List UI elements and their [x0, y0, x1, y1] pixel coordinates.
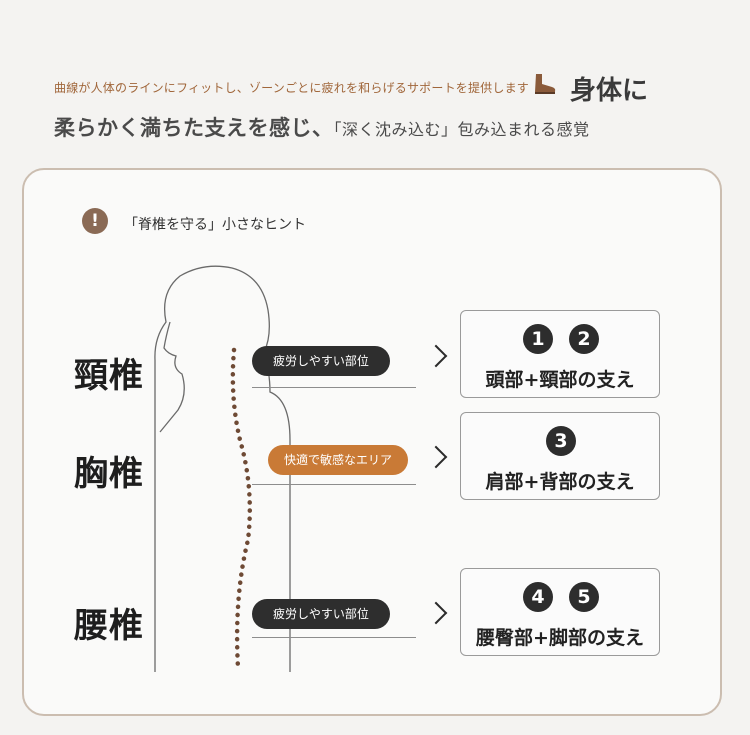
headline-text-b: 包み込まれる感覚: [457, 120, 590, 139]
support-box-shoulder-back: 3 肩部+背部の支え: [460, 412, 660, 500]
support-box-head-neck: 1 2 頭部+頸部の支え: [460, 310, 660, 398]
silhouette-outline: [154, 265, 291, 672]
spine-dots: [230, 347, 253, 671]
number-badge: 4: [523, 582, 553, 612]
pill-fatigue-prone-cervical: 疲労しやすい部位: [252, 346, 390, 376]
support-label-head-neck: 頭部+頸部の支え: [485, 369, 635, 391]
headline-subtitle: 曲線が人体のラインにフィットし、ゾーンごとに疲れを和らげるサポートを提供します: [54, 81, 529, 95]
exclamation-icon: !: [82, 208, 108, 234]
pill-sensitive-area: 快適で敏感なエリア: [268, 445, 408, 475]
hint-text: 「脊椎を守る」小さなヒント: [124, 217, 306, 233]
number-badge: 2: [569, 324, 599, 354]
divider-line: [252, 387, 416, 388]
support-label-shoulder-back: 肩部+背部の支え: [485, 471, 635, 493]
number-badge: 3: [546, 426, 576, 456]
number-badge: 5: [569, 582, 599, 612]
support-box-waist-legs: 4 5 腰臀部+脚部の支え: [460, 568, 660, 656]
pill-fatigue-prone-lumbar: 疲労しやすい部位: [252, 599, 390, 629]
headline-title-part2: 柔らかく満ちた支えを感じ、「深く沈み込む」包み込まれる感覚: [54, 112, 590, 142]
headline-title-part1: 身体に: [570, 76, 649, 106]
divider-line: [252, 484, 416, 485]
divider-line: [252, 637, 416, 638]
support-label-waist-legs: 腰臀部+脚部の支え: [476, 627, 644, 649]
zone-label-lumbar: 腰椎: [74, 606, 144, 646]
zone-label-thoracic: 胸椎: [74, 454, 144, 494]
shoe-icon: [535, 74, 556, 94]
headline-quote: 「深く沈み込む」: [333, 120, 458, 139]
face-profile: [159, 321, 185, 433]
headline-text-a: 柔らかく満ちた支えを感じ、: [54, 116, 334, 140]
number-badge: 1: [523, 324, 553, 354]
zone-label-cervical: 頸椎: [74, 356, 144, 396]
